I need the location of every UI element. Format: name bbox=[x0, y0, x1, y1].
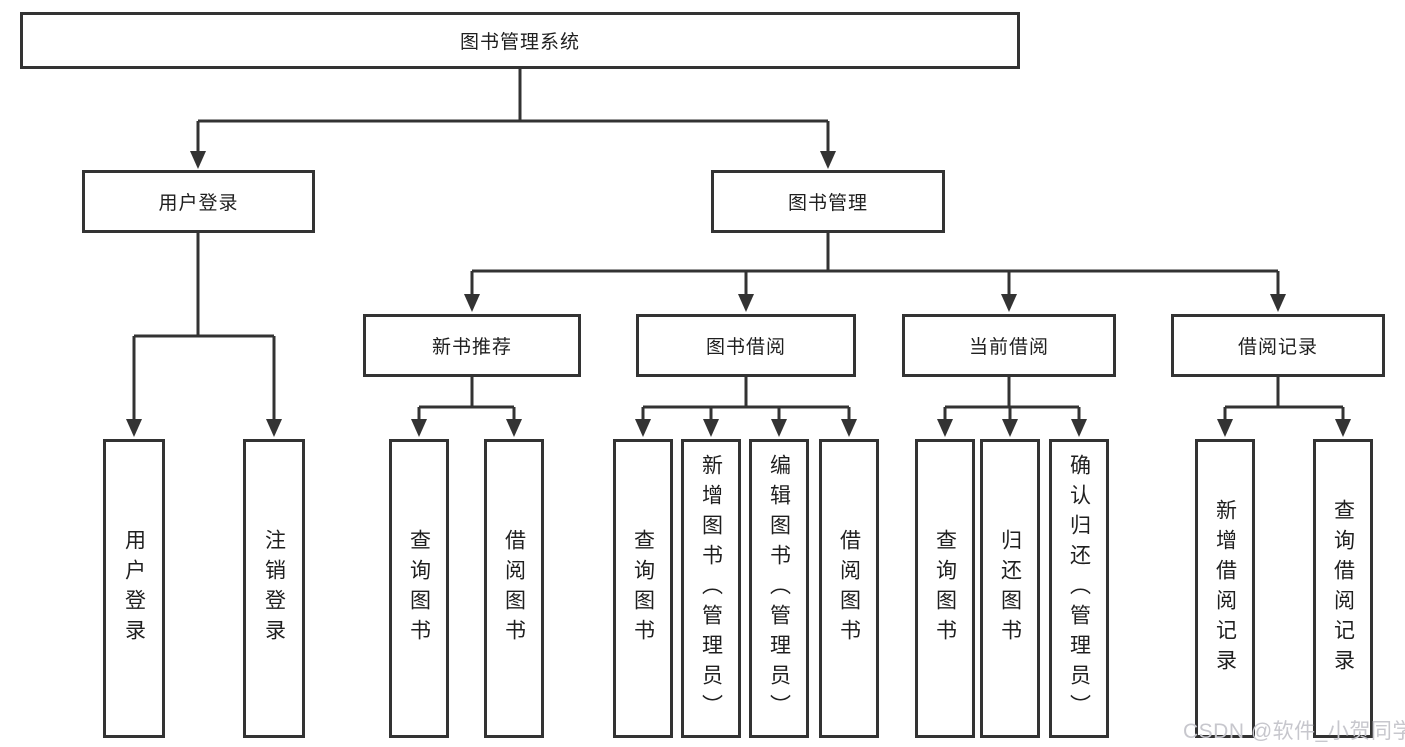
node-book-borrowing: 图书借阅 bbox=[636, 314, 856, 377]
leaf-return-books: 归还图书 bbox=[980, 439, 1040, 738]
connector-new-book-to-leaves bbox=[411, 377, 522, 437]
node-borrowing-records-label: 借阅记录 bbox=[1237, 337, 1318, 358]
connector-root-to-level1 bbox=[190, 69, 836, 169]
leaf-query-borrow-record: 查询借阅记录 bbox=[1313, 439, 1373, 738]
leaf-borrow-books-label: 借阅图书 bbox=[837, 528, 861, 649]
leaf-borrow-books-recommend: 借阅图书 bbox=[484, 439, 544, 738]
connector-book-borrow-to-leaves bbox=[635, 377, 857, 437]
leaf-user-login: 用户登录 bbox=[103, 439, 165, 738]
connector-borrow-records-to-leaves bbox=[1217, 377, 1351, 437]
csdn-watermark: CSDN @软件_小贺同学 bbox=[1183, 720, 1405, 743]
node-current-borrowing: 当前借阅 bbox=[902, 314, 1116, 377]
leaf-confirm-return-admin-label: 确认归还（管理员） bbox=[1067, 453, 1091, 724]
leaf-add-books-admin-label: 新增图书（管理员） bbox=[699, 453, 723, 724]
leaf-logout-label: 注销登录 bbox=[262, 528, 286, 649]
node-library-system: 图书管理系统 bbox=[20, 12, 1020, 69]
leaf-query-books-borrow: 查询图书 bbox=[613, 439, 673, 738]
leaf-user-login-label: 用户登录 bbox=[122, 528, 146, 649]
leaf-add-borrow-record: 新增借阅记录 bbox=[1195, 439, 1255, 738]
node-book-management-label: 图书管理 bbox=[787, 193, 868, 214]
leaf-confirm-return-admin: 确认归还（管理员） bbox=[1049, 439, 1109, 738]
node-new-book-recommendation: 新书推荐 bbox=[363, 314, 581, 377]
leaf-query-books-recommend-label: 查询图书 bbox=[407, 528, 431, 649]
node-book-management: 图书管理 bbox=[711, 170, 945, 233]
node-current-borrowing-label: 当前借阅 bbox=[968, 337, 1049, 358]
leaf-borrow-books: 借阅图书 bbox=[819, 439, 879, 738]
node-book-borrowing-label: 图书借阅 bbox=[705, 337, 786, 358]
connector-user-login-to-leaves bbox=[126, 233, 282, 437]
leaf-add-borrow-record-label: 新增借阅记录 bbox=[1213, 498, 1237, 679]
connector-current-borrow-to-leaves bbox=[937, 377, 1087, 437]
leaf-query-books-current: 查询图书 bbox=[915, 439, 975, 738]
leaf-query-books-recommend: 查询图书 bbox=[389, 439, 449, 738]
leaf-edit-books-admin: 编辑图书（管理员） bbox=[749, 439, 809, 738]
leaf-query-books-current-label: 查询图书 bbox=[933, 528, 957, 649]
connector-book-mgmt-to-level2 bbox=[464, 233, 1286, 312]
node-new-book-recommendation-label: 新书推荐 bbox=[431, 337, 512, 358]
leaf-borrow-books-recommend-label: 借阅图书 bbox=[502, 528, 526, 649]
node-borrowing-records: 借阅记录 bbox=[1171, 314, 1385, 377]
leaf-add-books-admin: 新增图书（管理员） bbox=[681, 439, 741, 738]
leaf-query-borrow-record-label: 查询借阅记录 bbox=[1331, 498, 1355, 679]
leaf-return-books-label: 归还图书 bbox=[998, 528, 1022, 649]
leaf-edit-books-admin-label: 编辑图书（管理员） bbox=[767, 453, 791, 724]
node-user-login: 用户登录 bbox=[82, 170, 315, 233]
node-user-login-label: 用户登录 bbox=[158, 193, 239, 214]
leaf-query-books-borrow-label: 查询图书 bbox=[631, 528, 655, 649]
leaf-logout: 注销登录 bbox=[243, 439, 305, 738]
node-library-system-label: 图书管理系统 bbox=[459, 32, 580, 53]
